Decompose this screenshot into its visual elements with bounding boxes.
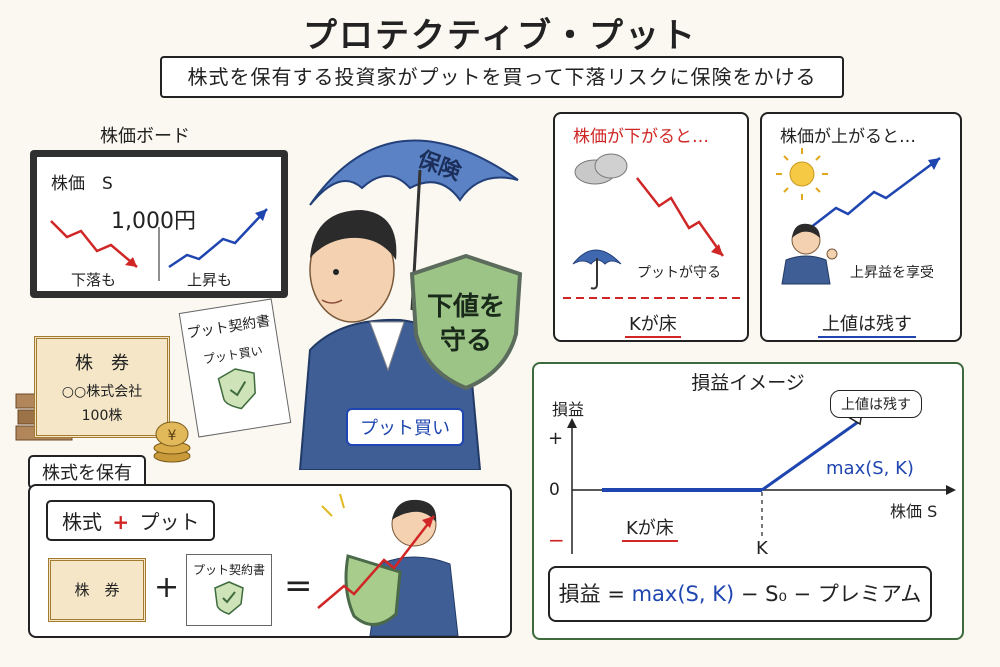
cloud-down-chart-icon — [563, 153, 745, 299]
formula-max: max(S, K) — [631, 582, 735, 606]
payoff-title: 損益イメージ — [691, 372, 805, 394]
shield-text: 下値を守る — [426, 292, 505, 356]
panel-price-up: 株価が上がると… 上昇益を享受 上値は残す — [760, 112, 962, 342]
certificate-shares: 100株 — [81, 408, 123, 424]
put-buy-tag: プット買い — [346, 408, 464, 446]
check-shield-icon — [217, 368, 256, 410]
combination-panel: 株式 + プット 株 券 + プット契約書 = — [28, 484, 512, 638]
panel-down-title: 株価が下がると… — [573, 127, 709, 147]
payoff-curve-label: max(S, K) — [826, 458, 914, 479]
svg-text:¥: ¥ — [168, 428, 177, 444]
combo-stock-card-text: 株 券 — [74, 581, 120, 599]
panel-up-enjoy: 上昇益を享受 — [850, 265, 934, 281]
formula-prefix: 損益 = — [558, 582, 632, 606]
board-up-label: 上昇も — [187, 271, 233, 289]
combo-plus-sign: + — [154, 570, 180, 605]
payoff-y-arrow — [567, 418, 577, 428]
panel-down-protect: プットが守る — [637, 265, 721, 281]
combo-equals-sign: = — [284, 566, 313, 606]
stock-price-board: 株価 S 1,000円 下落も 上昇も — [30, 150, 288, 298]
combo-put-card: プット契約書 — [186, 554, 272, 626]
page-title: プロテクティブ・プット — [303, 16, 697, 56]
payoff-x-label: 株価 S — [890, 502, 938, 521]
payoff-chart — [567, 410, 956, 554]
combo-check-shield-icon — [214, 581, 244, 615]
put-contract-paper: プット契約書 プット買い — [178, 298, 292, 438]
board-price-label: 株価 S — [51, 174, 113, 194]
certificate-company: ○○株式会社 — [61, 384, 143, 400]
combo-title-plus: + — [112, 510, 130, 534]
payoff-y-plus: + — [548, 428, 564, 449]
combo-title-box: 株式 + プット — [46, 500, 216, 541]
combo-title-put: プット — [139, 510, 200, 534]
certificate-title: 株 券 — [75, 353, 129, 374]
formula-suffix: − S₀ − プレミアム — [734, 582, 922, 606]
combo-stock-card: 株 券 — [48, 558, 146, 622]
stock-certificate: 株 券 ○○株式会社 100株 — [34, 336, 170, 438]
payoff-floor-label: Kが床 — [622, 514, 678, 542]
payoff-k-label: K — [756, 538, 768, 559]
panel-down-caption: Kが床 — [625, 310, 681, 338]
combo-put-card-text: プット契約書 — [192, 563, 265, 577]
panel-up-title: 株価が上がると… — [780, 127, 916, 147]
panel-price-down: 株価が下がると… プットが守る Kが床 — [553, 112, 749, 342]
board-label: 株価ボード — [100, 126, 190, 147]
board-price-value: 1,000円 — [111, 209, 196, 234]
board-trend-icon — [50, 208, 268, 281]
contract-title: プット契約書 — [185, 313, 272, 342]
payoff-y-label: 損益 — [552, 400, 585, 419]
payoff-formula: 損益 = max(S, K) − S₀ − プレミアム — [548, 566, 932, 622]
sun-up-chart-icon — [776, 148, 941, 285]
panel-up-caption: 上値は残す — [818, 310, 916, 338]
payoff-y-minus: − — [548, 528, 565, 552]
subtitle-banner: 株式を保有する投資家がプットを買って下落リスクに保険をかける — [160, 56, 844, 98]
holding-caption: 株式を保有 — [28, 455, 146, 489]
board-down-label: 下落も — [71, 271, 117, 289]
payoff-x-arrow — [946, 485, 956, 495]
yen-coins-icon: ¥ — [153, 421, 191, 463]
payoff-upside-callout: 上値は残す — [830, 390, 922, 418]
combo-title-stock: 株式 — [62, 510, 102, 534]
shield-icon — [409, 253, 523, 391]
payoff-y-zero: 0 — [549, 480, 560, 500]
upside-segment — [761, 420, 859, 492]
protected-investor-icon — [317, 493, 459, 636]
